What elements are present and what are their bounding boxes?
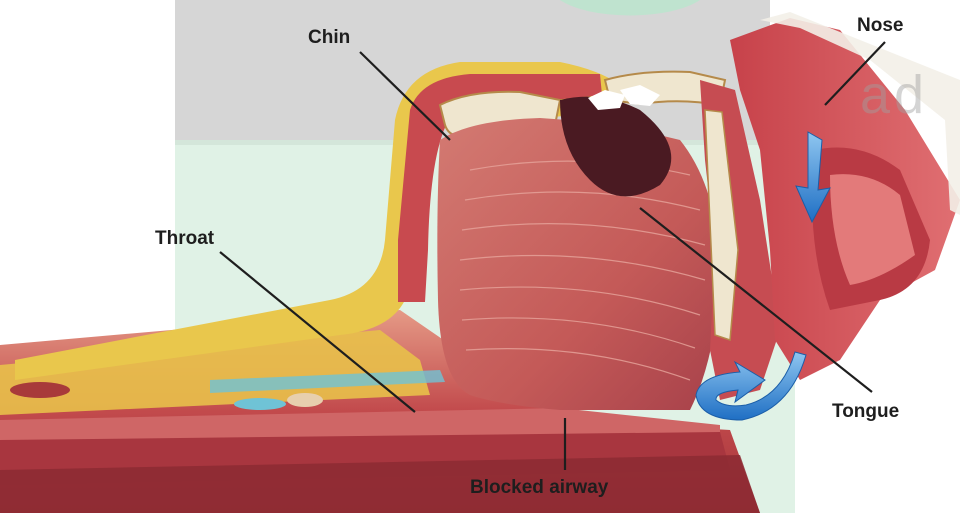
- vertebra: [287, 393, 323, 407]
- label-tongue: Tongue: [832, 402, 899, 421]
- label-throat: Throat: [155, 229, 214, 248]
- watermark-text: ad: [860, 64, 928, 126]
- label-nose: Nose: [857, 16, 903, 35]
- label-chin: Chin: [308, 28, 350, 47]
- airway-ring: [234, 398, 286, 410]
- label-blocked-airway: Blocked airway: [470, 478, 608, 497]
- vessel: [10, 382, 70, 398]
